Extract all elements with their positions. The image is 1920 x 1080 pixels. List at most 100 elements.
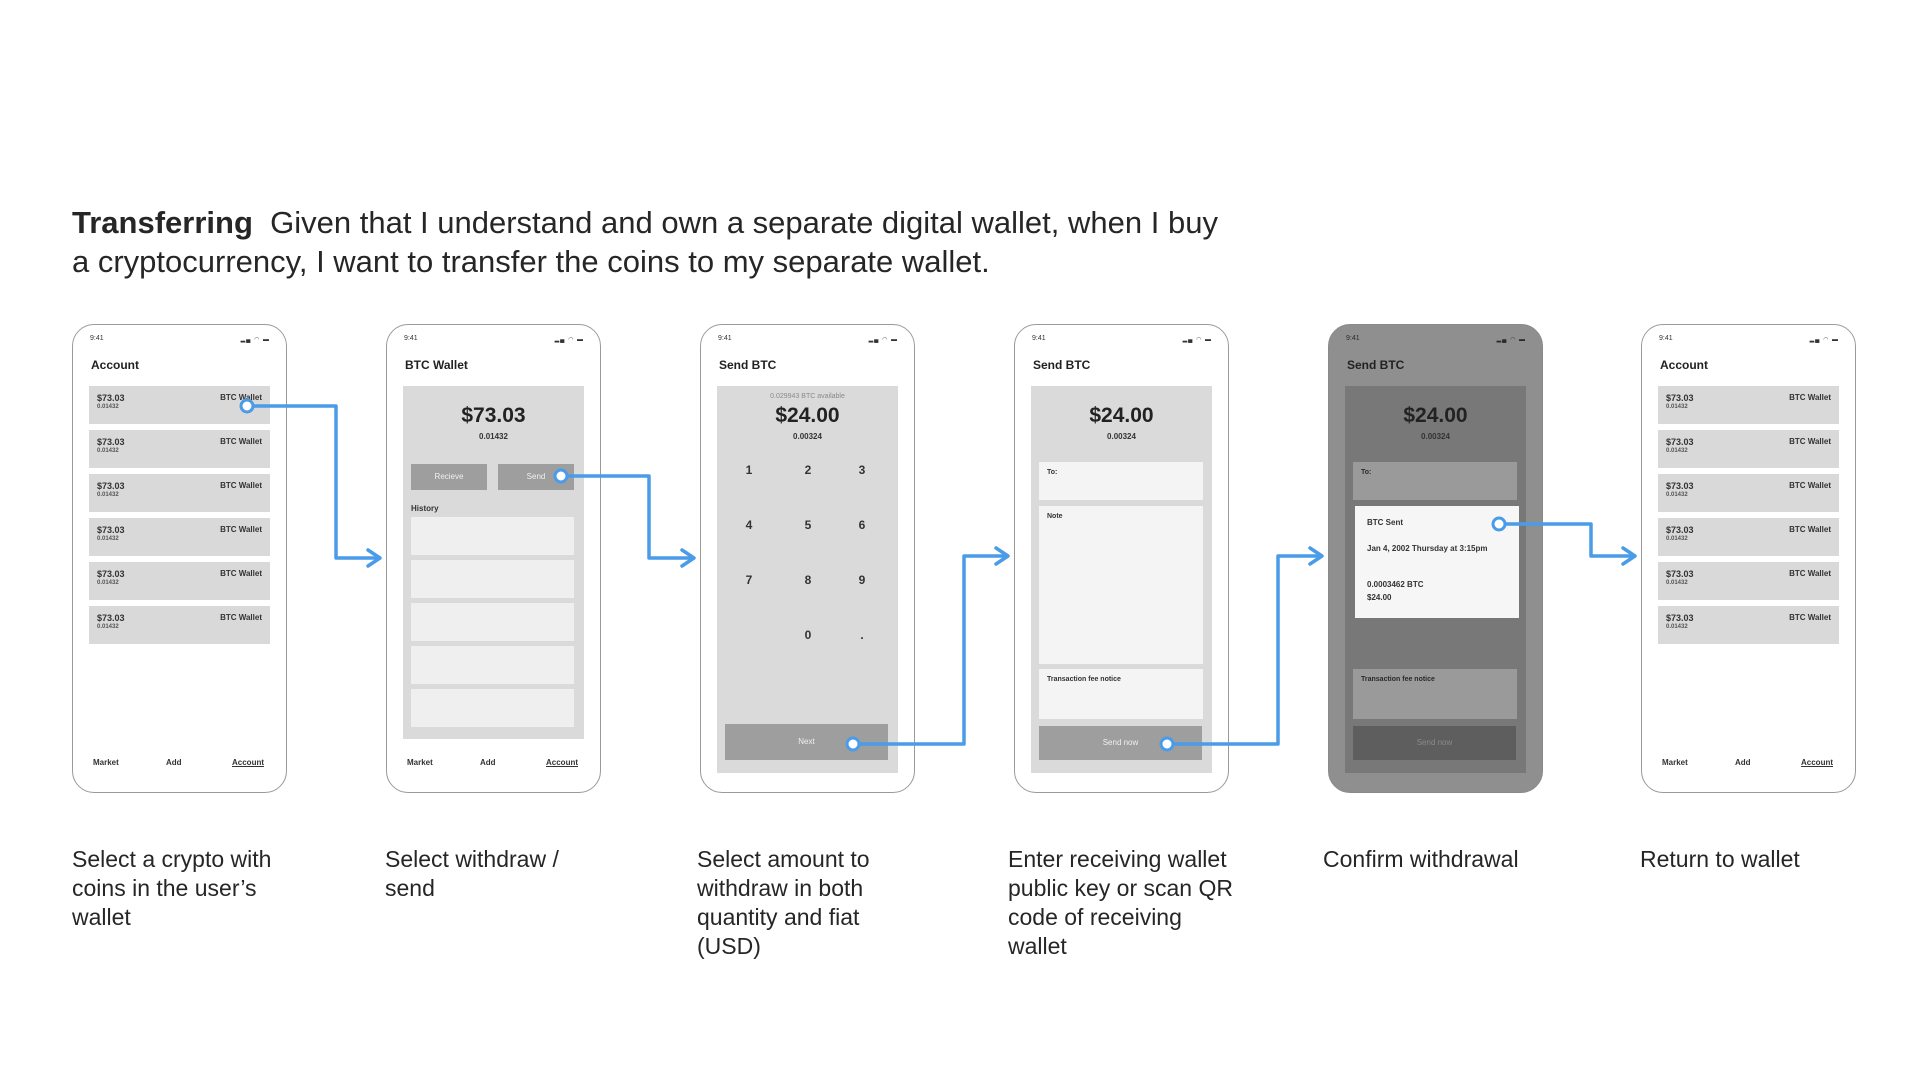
wallet-amount: $73.03 (1666, 613, 1694, 623)
fee-label: Transaction fee notice (1047, 676, 1121, 683)
next-button[interactable]: Next (725, 724, 888, 760)
tab-bar: Market Add Account (73, 758, 286, 772)
wallet-balance-qty: 0.01432 (479, 432, 508, 441)
keypad-key[interactable]: 3 (858, 463, 866, 477)
keypad-key[interactable]: 1 (745, 463, 753, 477)
wallet-name: BTC Wallet (1789, 393, 1831, 402)
phone-send-recipient: 9:41 ▂▄ ◠ ▬ Send BTC $24.00 0.00324 To: … (1014, 324, 1229, 793)
wallet-name: BTC Wallet (220, 437, 262, 446)
send-amount: $24.00 (775, 404, 840, 427)
caption-step-1: Select a crypto with coins in the user’s… (72, 846, 272, 930)
status-bar: 9:41 ▂▄ ◠ ▬ (1015, 335, 1228, 345)
wallet-qty: 0.01432 (1666, 580, 1688, 586)
status-time: 9:41 (90, 335, 104, 342)
to-label: To: (1361, 469, 1372, 476)
fee-notice: Transaction fee notice (1039, 669, 1203, 719)
note-field[interactable]: Note (1039, 506, 1203, 664)
tab-account[interactable]: Account (1801, 758, 1833, 767)
sent-date: Jan 4, 2002 Thursday at 3:15pm (1367, 544, 1488, 553)
send-form-panel: $24.00 0.00324 To: Note Transaction fee … (1031, 386, 1212, 773)
heading-text: Given that I understand and own a separa… (72, 205, 1218, 279)
tab-bar: Market Add Account (387, 758, 600, 772)
tab-add[interactable]: Add (166, 758, 182, 767)
wallet-name: BTC Wallet (1789, 569, 1831, 578)
tab-account[interactable]: Account (546, 758, 578, 767)
status-bar: 9:41 ▂▄ ◠ ▬ (701, 335, 914, 345)
btc-sent-dialog[interactable]: BTC Sent Jan 4, 2002 Thursday at 3:15pm … (1355, 506, 1519, 618)
caption-step-5: Confirm withdrawal (1323, 846, 1519, 872)
wallet-name: BTC Wallet (220, 525, 262, 534)
wallet-name: BTC Wallet (220, 481, 262, 490)
receive-button[interactable]: Recieve (411, 464, 487, 490)
status-time: 9:41 (1346, 335, 1360, 342)
wallet-amount: $73.03 (1666, 437, 1694, 447)
keypad-key[interactable]: 4 (745, 518, 753, 532)
tab-add[interactable]: Add (1735, 758, 1751, 767)
keypad-key[interactable]: . (860, 628, 864, 642)
signal-wifi-battery-icon: ▂▄ ◠ ▬ (1809, 337, 1839, 343)
tab-market[interactable]: Market (1662, 758, 1688, 767)
caption-step-4: Enter receiving wallet public key or sca… (1008, 846, 1233, 959)
phone-send-amount: 9:41 ▂▄ ◠ ▬ Send BTC 0.029943 BTC availa… (700, 324, 915, 793)
tab-market[interactable]: Market (407, 758, 433, 767)
wallet-qty: 0.01432 (97, 448, 119, 454)
page-heading: Transferring Given that I understand and… (72, 203, 1222, 281)
wallet-qty: 0.01432 (1666, 448, 1688, 454)
signal-wifi-battery-icon: ▂▄ ◠ ▬ (868, 337, 898, 343)
wallet-amount: $73.03 (97, 481, 125, 491)
wallet-name: BTC Wallet (1789, 437, 1831, 446)
wallet-qty: 0.01432 (1666, 492, 1688, 498)
keypad-key[interactable]: 8 (804, 573, 812, 587)
status-time: 9:41 (718, 335, 732, 342)
keypad-key[interactable]: 9 (858, 573, 866, 587)
send-button[interactable]: Send (498, 464, 574, 490)
keypad-key[interactable]: 6 (858, 518, 866, 532)
keypad-key[interactable]: 5 (804, 518, 812, 532)
tab-account[interactable]: Account (232, 758, 264, 767)
connector-5-arrowhead (1621, 546, 1637, 566)
connector-1-arrowhead (366, 548, 382, 568)
wallet-qty: 0.01432 (1666, 624, 1688, 630)
send-amount-qty: 0.00324 (793, 432, 822, 441)
history-row (411, 517, 574, 555)
history-label: History (411, 504, 439, 513)
wallet-qty: 0.01432 (97, 624, 119, 630)
wallet-qty: 0.01432 (97, 492, 119, 498)
screen-title: Send BTC (1347, 358, 1405, 372)
sent-usd: $24.00 (1367, 593, 1392, 602)
wallet-name: BTC Wallet (1789, 525, 1831, 534)
wallet-amount: $73.03 (97, 393, 125, 403)
wallet-name: BTC Wallet (220, 569, 262, 578)
keypad-key[interactable]: 2 (804, 463, 812, 477)
keypad-key[interactable]: 0 (804, 628, 812, 642)
tab-add[interactable]: Add (480, 758, 496, 767)
send-now-button[interactable]: Send now (1039, 726, 1202, 760)
status-bar: 9:41 ▂▄ ◠ ▬ (1642, 335, 1855, 345)
signal-wifi-battery-icon: ▂▄ ◠ ▬ (1496, 337, 1526, 343)
signal-wifi-battery-icon: ▂▄ ◠ ▬ (240, 337, 270, 343)
wallet-name: BTC Wallet (220, 393, 262, 402)
wallet-panel: $73.03 0.01432 Recieve Send History (403, 386, 584, 739)
wallet-name: BTC Wallet (220, 613, 262, 622)
keypad-key[interactable]: 7 (745, 573, 753, 587)
wallet-amount: $73.03 (1666, 481, 1694, 491)
tab-market[interactable]: Market (93, 758, 119, 767)
send-amount-qty: 0.00324 (1421, 432, 1450, 441)
to-field[interactable]: To: (1039, 462, 1203, 500)
history-row (411, 560, 574, 598)
phone-confirm: 9:41 ▂▄ ◠ ▬ Send BTC $24.00 0.00324 To: … (1328, 324, 1543, 793)
note-label: Note (1047, 513, 1063, 520)
